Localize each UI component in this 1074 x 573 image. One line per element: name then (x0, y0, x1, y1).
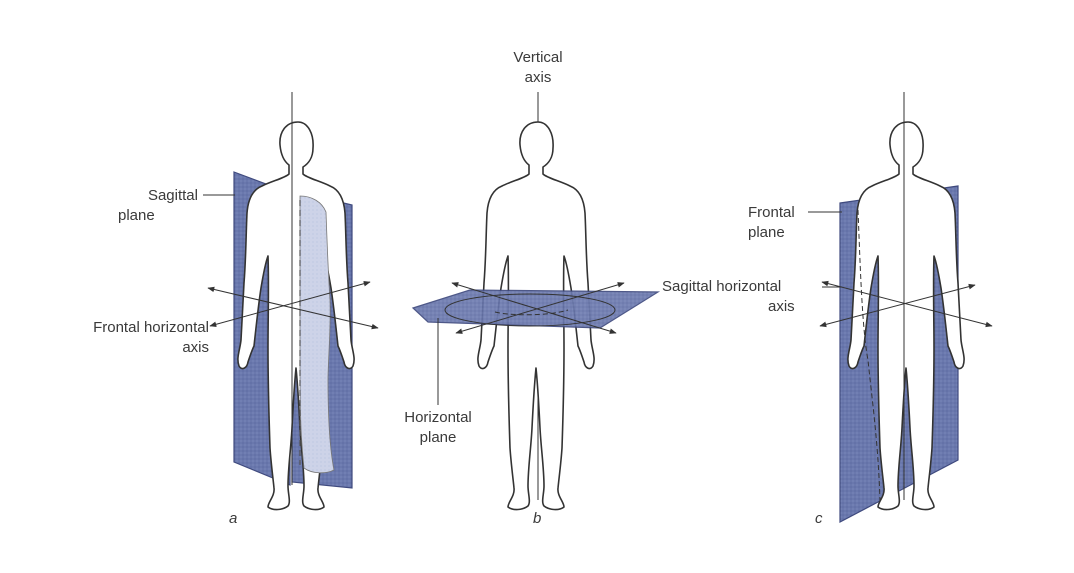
sagittal-section-highlight (299, 195, 335, 474)
frontal-horizontal-axis-arrow-2 (209, 280, 371, 328)
sagittal-plane-label-line2: plane (118, 207, 155, 224)
frontal-plane-label: Frontal plane (748, 203, 828, 243)
sagittal-plane-label-line1: Sagittal (147, 187, 198, 204)
frontal-horizontal-axis-label-line2: axis (182, 339, 209, 356)
sagittal-horizontal-axis-label-line1: Sagittal horizontal (662, 278, 782, 295)
sagittal-horizontal-axis-arrow-2 (819, 283, 976, 328)
panel-letter-b: b (533, 510, 542, 527)
frontal-horizontal-axis-label-line1: Frontal horizontal (93, 319, 209, 336)
frontal-plane-label-line1: Frontal (748, 204, 795, 221)
panel-letter-a: a (229, 510, 238, 527)
vertical-axis-label-line1: Vertical (513, 49, 563, 66)
frontal-plane-label-line2: plane (748, 224, 785, 241)
vertical-axis-label-line2: axis (524, 69, 552, 86)
sagittal-horizontal-axis-label: Sagittal horizontal axis (650, 277, 818, 317)
horizontal-plane-label-line1: Horizontal (404, 409, 472, 426)
sagittal-horizontal-axis-label-line2: axis (768, 298, 795, 315)
panel-letter-c: c (815, 510, 823, 527)
horizontal-axis-arrow-2 (455, 282, 625, 334)
panel-c (808, 92, 993, 523)
panel-b (411, 92, 661, 511)
vertical-axis-label: Vertical axis (495, 48, 581, 88)
horizontal-plane-label-line2: plane (419, 429, 457, 446)
horizontal-plane-label: Horizontal plane (393, 408, 483, 448)
sagittal-plane-label: Sagittal plane (118, 186, 198, 226)
panel-a (203, 92, 379, 511)
frontal-horizontal-axis-label: Frontal horizontal axis (44, 318, 209, 358)
